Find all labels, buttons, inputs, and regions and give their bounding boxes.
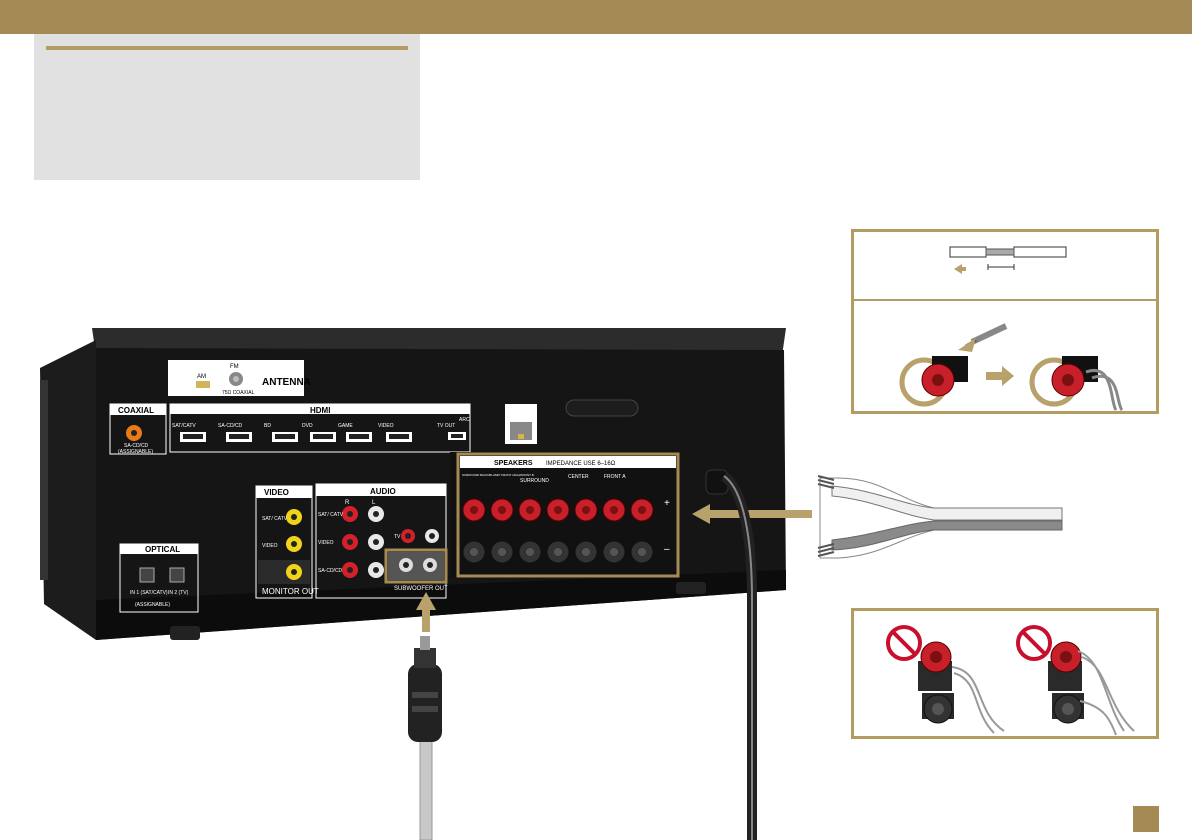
audio-input-3: SA-CD/CD — [318, 568, 343, 574]
prohibited-icon — [886, 625, 922, 661]
surround-back-label: SURROUND BACK/BI-AMP/ FRONT HIGH/FRONT B — [462, 473, 534, 477]
audio-label: AUDIO — [370, 487, 396, 496]
hdmi-input-label: GAME — [338, 423, 353, 429]
video-input-1: SAT/ CATV — [262, 516, 288, 522]
optical-in2: IN 2 (TV) — [168, 590, 189, 596]
audio-jacks — [342, 506, 439, 578]
wire-prep-diagram — [854, 246, 1156, 412]
video-input-2: VIDEO — [262, 543, 278, 549]
fm-label: FM — [230, 364, 239, 370]
monitor-out-label: MONITOR OUT — [262, 587, 319, 596]
info-box — [34, 34, 420, 180]
center-label: CENTER — [568, 474, 589, 480]
audio-r: R — [345, 500, 350, 506]
subwoofer-label: SUBWOOFER OUT — [394, 586, 448, 592]
optical-label: OPTICAL — [145, 545, 180, 554]
hdmi-tv-out: TV OUT — [437, 423, 455, 429]
audio-tv: TV — [394, 534, 401, 540]
impedance-label: IMPEDANCE USE 6–16Ω — [546, 461, 616, 467]
front-a-label: FRONT A — [604, 474, 626, 480]
speakers-label: SPEAKERS — [494, 460, 533, 467]
arrow-right-icon — [986, 366, 1014, 386]
receiver-side — [40, 340, 96, 640]
info-box-rule — [46, 46, 408, 50]
coaxial-sub: SA-CD/CD — [124, 443, 149, 449]
foot — [676, 582, 706, 594]
hdmi-input-label: DVD — [302, 423, 313, 429]
audio-l: L — [372, 500, 376, 506]
audio-input-2: VIDEO — [318, 540, 334, 546]
fm-coaxial-label: 75Ω COAXIAL — [222, 390, 255, 396]
surround-label: SURROUND — [520, 478, 549, 484]
optical-in1: IN 1 (SAT/CATV) — [130, 590, 168, 596]
page-number-box — [1133, 806, 1159, 832]
hdmi-input-label: SA-CD/CD — [218, 423, 243, 429]
coaxial-label: COAXIAL — [118, 406, 154, 415]
speaker-minus: – — [664, 544, 670, 555]
arrow-left-icon — [692, 504, 812, 524]
optical-assign: (ASSIGNABLE) — [135, 602, 170, 608]
wire-prep-panel — [851, 229, 1159, 414]
video-label: VIDEO — [264, 488, 289, 497]
wrong-connection-panel — [851, 608, 1159, 739]
hdmi-input-label: BD — [264, 423, 271, 429]
header-bar — [0, 0, 1192, 34]
hdmi-arc: ARC — [459, 417, 470, 423]
am-label: AM — [197, 374, 206, 380]
wrong-connection-diagram — [886, 625, 1135, 736]
coaxial-assign: (ASSIGNABLE) — [118, 449, 153, 455]
foot — [170, 626, 200, 640]
antenna-label: ANTENNA — [262, 377, 311, 388]
hdmi-input-label: SAT/CATV — [172, 423, 196, 429]
audio-input-1: SAT/ CATV — [318, 512, 344, 518]
speaker-plus: + — [664, 498, 670, 509]
prohibited-icon — [1016, 625, 1052, 661]
speaker-terminals — [462, 498, 654, 564]
hdmi-input-label: VIDEO — [378, 423, 394, 429]
hdmi-ports: SAT/CATV SA-CD/CD BD DVD GAME VIDEO — [172, 423, 412, 442]
arrow-up-icon — [416, 592, 436, 632]
hdmi-label: HDMI — [310, 406, 330, 415]
